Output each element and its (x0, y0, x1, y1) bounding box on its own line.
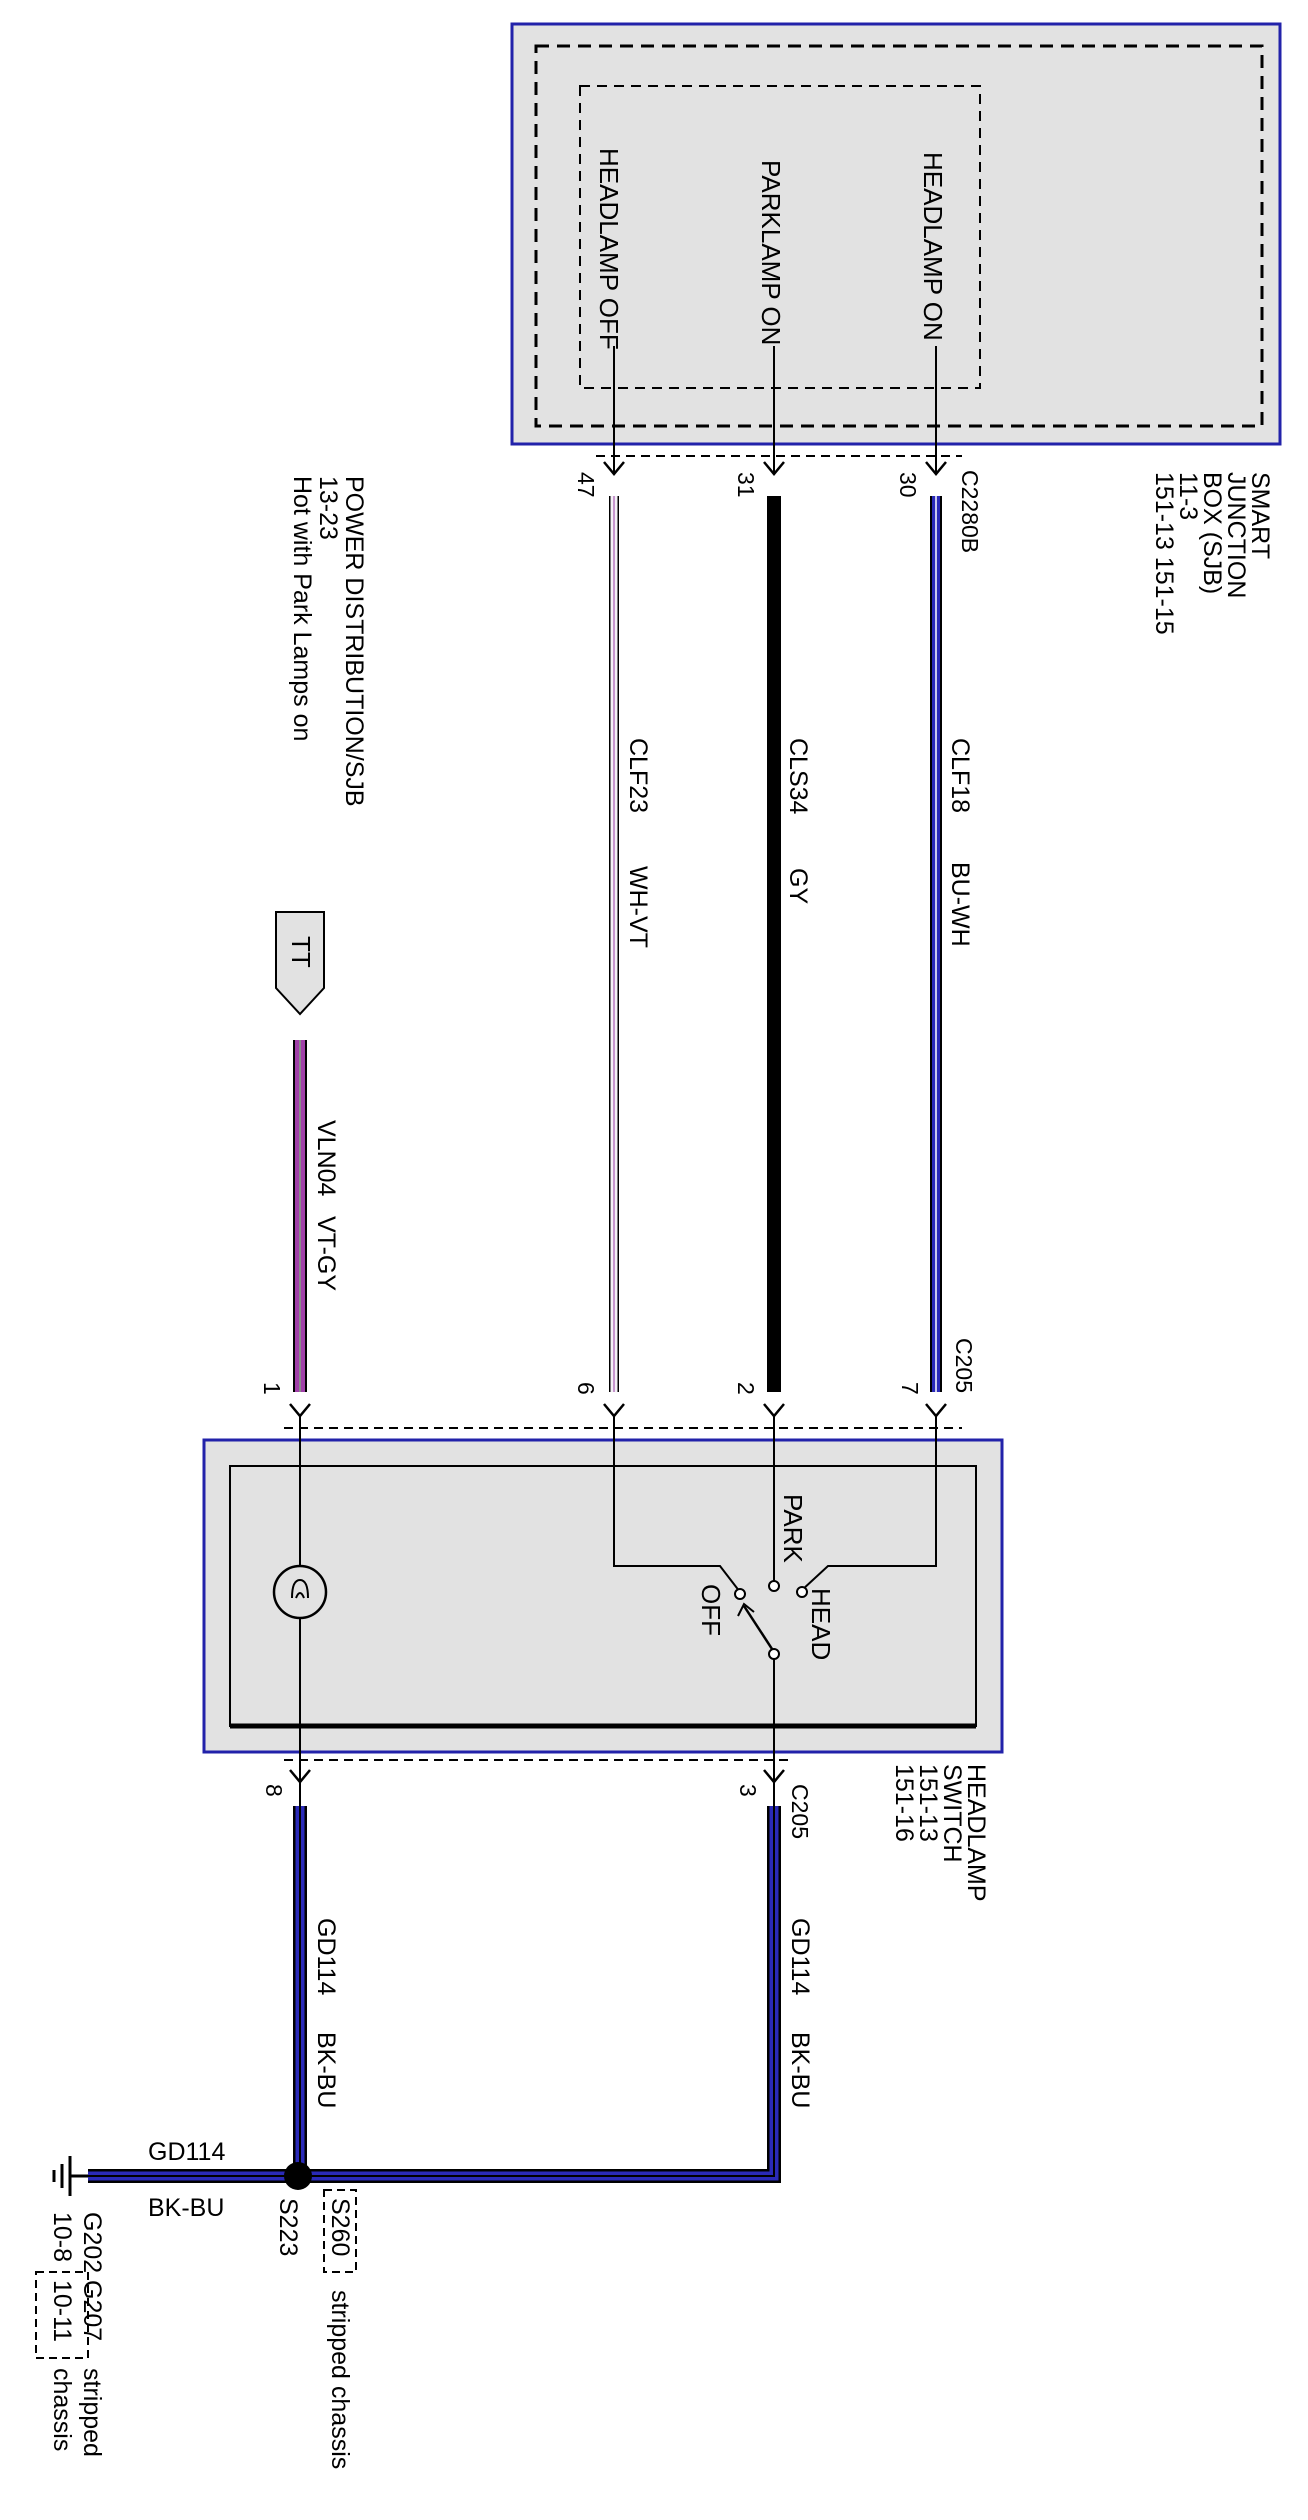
power-line-1: POWER DISTRIBUTION/SJB (340, 476, 368, 807)
pin-6-fork (603, 1403, 625, 1418)
ground-g202-icon[interactable] (52, 2156, 88, 2196)
sjb-title-line-3: BOX (SJB) (1198, 472, 1226, 594)
splice-s260-note: stripped chassis (326, 2290, 354, 2469)
ground-g207-page: 10-11 (48, 2280, 76, 2342)
splice-s260-dashed-box (323, 2189, 357, 2273)
wire-gd114-right-stripe (300, 1806, 775, 2177)
switch-position-head: HEAD (806, 1588, 836, 1660)
wire-clf23-circuit: CLF23 (624, 738, 652, 813)
wire-gd114-right-outline (300, 1806, 781, 2183)
switch-title: HEADLAMP SWITCH 151-13 151-16 (890, 1764, 990, 1902)
switch-arm (742, 1605, 776, 1653)
sjb-function-group (579, 85, 981, 389)
switch-title-line-2: SWITCH (938, 1764, 966, 1863)
switch-head-contact (796, 1586, 808, 1598)
switch-pin-2-label: 2 (733, 1382, 759, 1395)
pin-7-fork (925, 1403, 947, 1418)
switch-box (202, 1438, 1004, 1754)
switch-off-wire (613, 1416, 741, 1593)
ground-g207-dashed-box (35, 2271, 89, 2359)
c2280b-connector-label: C2280B (957, 470, 983, 553)
wire-gd114-ground-circuit: GD114 (148, 2138, 225, 2166)
switch-title-line-4: 151-16 (890, 1764, 918, 1842)
sjb-inner-dashed (534, 44, 1264, 428)
pin-31-fork (763, 461, 785, 476)
switch-common-contact (768, 1648, 780, 1660)
wire-clf18-circuit: CLF18 (946, 738, 974, 813)
sjb-title-line-5: 151-13 151-15 (1150, 472, 1178, 635)
switch-pin-3-label: 3 (735, 1784, 761, 1797)
tt-tag-shape (275, 911, 325, 1016)
sjb-function-headlamp-on: HEADLAMP ON (918, 152, 948, 341)
headlamp-switch-module[interactable] (202, 1438, 1004, 1754)
sjb-title: SMART JUNCTION BOX (SJB) 11-3 151-13 151… (1150, 472, 1274, 635)
switch-pin-6-label: 6 (573, 1382, 599, 1395)
wire-gd114-left-color: BK-BU (312, 2032, 340, 2108)
wire-gd114-left-circuit: GD114 (312, 1918, 340, 1995)
ground-g207-label: G207 (78, 2280, 106, 2341)
ground-g207-note-1: stripped (78, 2368, 106, 2457)
wire-gd114-right-circuit: GD114 (786, 1918, 814, 1995)
pin-1-fork (289, 1403, 311, 1418)
switch-position-off: OFF (696, 1584, 726, 1636)
c205-top-connector-label: C205 (951, 1338, 977, 1393)
switch-title-line-1: HEADLAMP (962, 1764, 990, 1902)
wire-vln04-circuit: VLN04 (312, 1120, 340, 1197)
tt-tag-label: TT (286, 936, 316, 968)
wire-gd114-ground-color: BK-BU (148, 2194, 224, 2222)
switch-park-contact (768, 1580, 780, 1592)
wire-cls34-color: GY (784, 868, 812, 904)
wire-cls34-circuit: CLS34 (784, 738, 812, 815)
tt-connector-tag[interactable]: TT (275, 911, 325, 1016)
pin-47-fork (603, 461, 625, 476)
c205-bottom-connector-label: C205 (787, 1784, 813, 1839)
wire-gd114-right-color: BK-BU (786, 2032, 814, 2108)
splice-s223-dot[interactable] (284, 2162, 312, 2190)
pin-30-fork (925, 461, 947, 476)
power-line-2: 13-23 (314, 476, 342, 540)
sjb-function-headlamp-off: HEADLAMP OFF (594, 148, 624, 350)
switch-pin-8-label: 8 (261, 1784, 287, 1797)
power-distribution-note: POWER DISTRIBUTION/SJB 13-23 Hot with Pa… (288, 476, 368, 807)
switch-pin-1-label: 1 (259, 1382, 285, 1395)
ground-g207-note-2: chassis (48, 2368, 76, 2451)
sjb-function-parklamp-on: PARKLAMP ON (756, 160, 786, 345)
sjb-title-line-4: 11-3 (1174, 472, 1202, 520)
switch-arm-arrow (737, 1602, 755, 1617)
ground-g202-page: 10-8 (48, 2212, 76, 2262)
switch-head-wire (801, 1416, 937, 1591)
wire-gd114-right[interactable] (300, 1806, 781, 2183)
wire-clf18-color: BU-WH (946, 862, 974, 947)
power-line-3: Hot with Park Lamps on (288, 476, 316, 741)
switch-title-line-3: 151-13 (914, 1764, 942, 1842)
sjb-title-line-2: JUNCTION (1222, 472, 1250, 598)
pin-2-fork (763, 1403, 785, 1418)
ground-g202-label: G202 (78, 2212, 106, 2273)
sjb-title-line-1: SMART (1246, 472, 1274, 559)
wire-gd114-right-body (300, 1806, 779, 2181)
sjb-pin-30-label: 30 (895, 472, 921, 498)
switch-pin-7-label: 7 (897, 1382, 923, 1395)
switch-off-contact (734, 1588, 746, 1600)
sjb-module[interactable]: HEADLAMP ON PARKLAMP ON HEADLAMP OFF SMA… (510, 22, 1282, 635)
lamp-filament (291, 1578, 309, 1599)
sjb-pin-47-label: 47 (573, 472, 599, 498)
sjb-pin-31-label: 31 (733, 472, 759, 498)
splice-s223-label: S223 (274, 2198, 302, 2256)
wire-vln04-color: VT-GY (312, 1216, 340, 1291)
wire-clf23-color: WH-VT (624, 866, 652, 948)
switch-position-park: PARK (778, 1494, 808, 1564)
splice-s260-label: S260 (326, 2198, 354, 2256)
sjb-box (510, 22, 1282, 446)
